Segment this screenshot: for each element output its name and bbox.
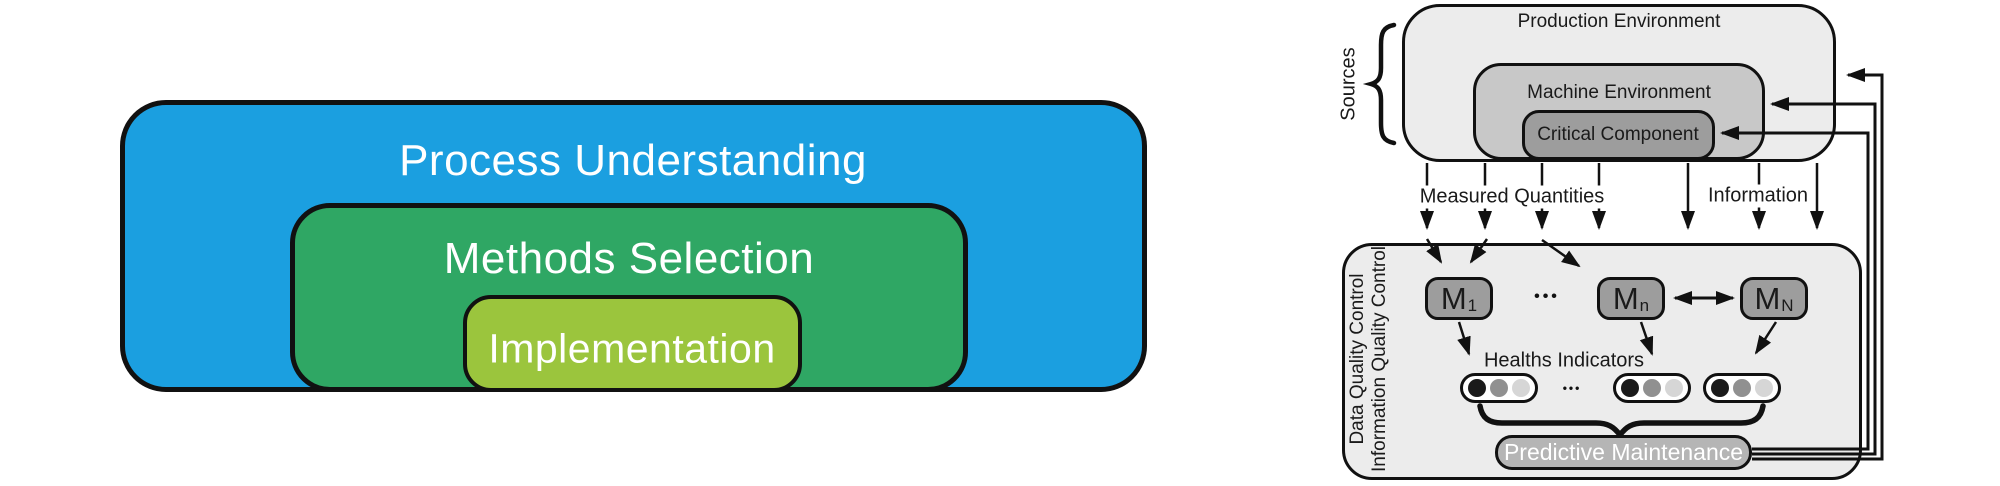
implementation-box [463, 295, 802, 392]
information-quality-control-line: Information Quality Control [1369, 246, 1390, 472]
critical-component-box [1522, 110, 1715, 160]
data-quality-control-line: Data Quality Control [1347, 273, 1368, 445]
measured-quantities-label: Measured Quantities [1416, 185, 1608, 209]
indicator-dot-mid [1643, 379, 1661, 397]
module-ellipsis: ••• [1534, 288, 1560, 305]
machine-environment-label: Machine Environment [1527, 82, 1711, 103]
healths-indicators-label: Healths Indicators [1483, 349, 1645, 372]
module-mN-subscript: N [1781, 296, 1794, 315]
module-m1-label: M [1440, 281, 1467, 316]
implementation-label: Implementation [488, 325, 776, 372]
sources-label: Sources [1337, 47, 1360, 121]
indicator-ellipsis: ••• [1562, 381, 1582, 395]
methods-selection-label: Methods Selection [443, 234, 815, 283]
predictive-maintenance-box: Predictive Maintenance [1495, 435, 1752, 470]
health-indicator-N [1703, 373, 1781, 403]
indicator-dot-mid [1733, 379, 1751, 397]
module-mn-subscript: n [1639, 296, 1650, 315]
indicator-dot-dark [1621, 379, 1639, 397]
production-environment-label: Production Environment [1517, 11, 1721, 32]
indicator-dot-light [1665, 379, 1683, 397]
indicator-dot-light [1512, 379, 1530, 397]
critical-component-label: Critical Component [1537, 124, 1699, 145]
predictive-maintenance-label: Predictive Maintenance [1503, 439, 1744, 465]
process-understanding-label: Process Understanding [399, 136, 867, 185]
indicator-dot-dark [1711, 379, 1729, 397]
indicator-dot-mid [1490, 379, 1508, 397]
sources-brace [1362, 22, 1397, 146]
module-mn-label: M [1612, 281, 1639, 316]
quality-control-label: Data Quality Control Information Quality… [1347, 246, 1391, 472]
indicator-dot-dark [1468, 379, 1486, 397]
module-m1-subscript: 1 [1467, 296, 1478, 315]
health-indicator-1 [1460, 373, 1538, 403]
module-mN-label: M [1754, 281, 1781, 316]
health-indicator-n [1613, 373, 1691, 403]
indicator-dot-light [1755, 379, 1773, 397]
information-label: Information [1704, 184, 1812, 208]
